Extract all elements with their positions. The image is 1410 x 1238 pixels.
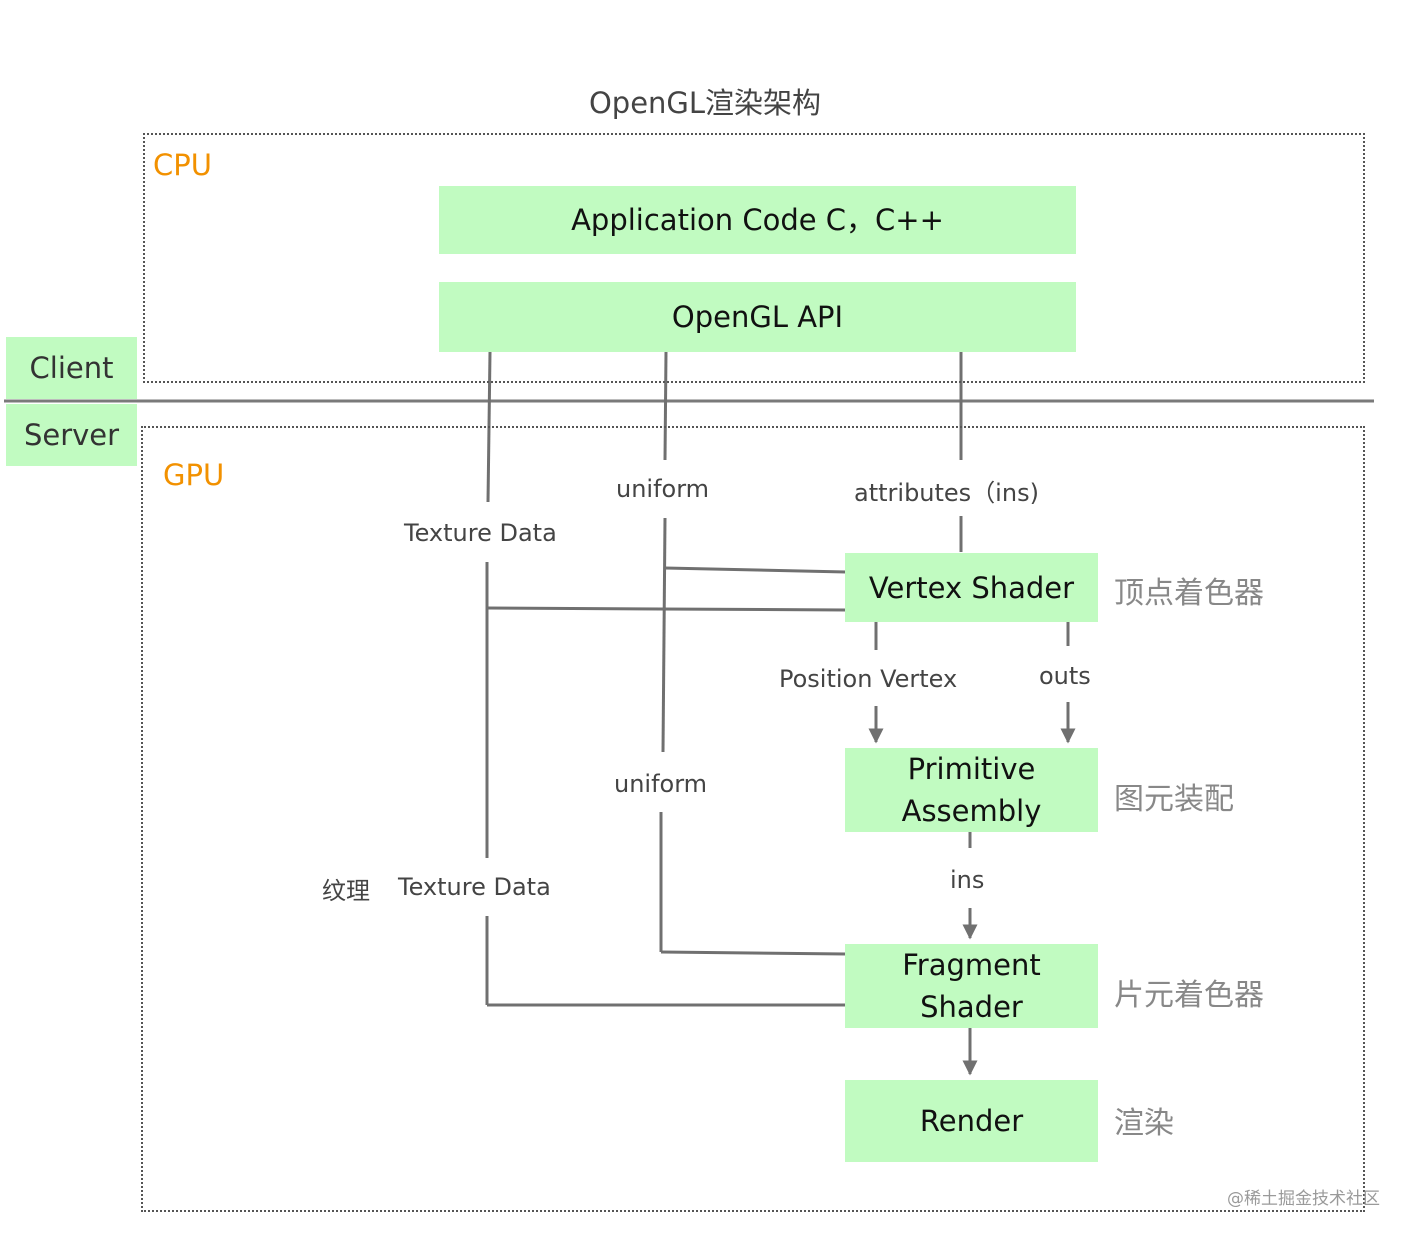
fragment-shader-box: Fragment Shader — [845, 944, 1098, 1028]
server-tag: Server — [6, 404, 137, 466]
uniform-wire-upper — [663, 351, 668, 461]
primitive-assembly-line1: Primitive — [907, 752, 1036, 786]
uniform-wire-to-fragment — [660, 950, 847, 956]
vertex-shader-cn-label: 顶点着色器 — [1114, 576, 1264, 611]
primitive-assembly-cn-label: 图元装配 — [1114, 782, 1234, 817]
gpu-region — [141, 426, 1365, 1212]
render-cn-label: 渲染 — [1114, 1106, 1174, 1141]
fragment-shader-line1: Fragment — [902, 948, 1041, 982]
fragment-shader-line2: Shader — [920, 990, 1023, 1024]
gpu-region-label: GPU — [163, 458, 225, 492]
diagram-title: OpenGL渲染架构 — [588, 86, 822, 120]
position-vertex-label: Position Vertex — [779, 663, 958, 695]
uniform-wire-middle — [661, 517, 667, 753]
texture-data-label-top: Texture Data — [404, 517, 557, 549]
texture-data-label-bottom: Texture Data — [398, 871, 551, 903]
outs-label: outs — [1039, 660, 1091, 692]
render-box: Render — [845, 1080, 1098, 1162]
opengl-api-box: OpenGL API — [439, 282, 1076, 352]
fragment-shader-cn-label: 片元着色器 — [1114, 978, 1264, 1013]
vertex-shader-box: Vertex Shader — [845, 553, 1098, 622]
cpu-region — [143, 133, 1365, 383]
client-tag: Client — [6, 337, 137, 399]
attributes-label: attributes（ins) — [854, 471, 1039, 510]
ins-label: ins — [950, 864, 985, 896]
primitive-assembly-box: Primitive Assembly — [845, 748, 1098, 832]
uniform-label-bottom: uniform — [614, 768, 708, 800]
primitive-assembly-line2: Assembly — [901, 794, 1042, 828]
application-code-box: Application Code C，C++ — [439, 186, 1076, 254]
watermark: @稀土掘金技术社区 — [1227, 1189, 1380, 1209]
texture-wire-to-vertex — [486, 606, 847, 612]
uniform-wire-to-vertex — [664, 566, 847, 574]
cpu-region-label: CPU — [153, 148, 212, 182]
texture-cn-label: 纹理 — [322, 869, 370, 908]
uniform-label-top: uniform — [616, 473, 710, 505]
